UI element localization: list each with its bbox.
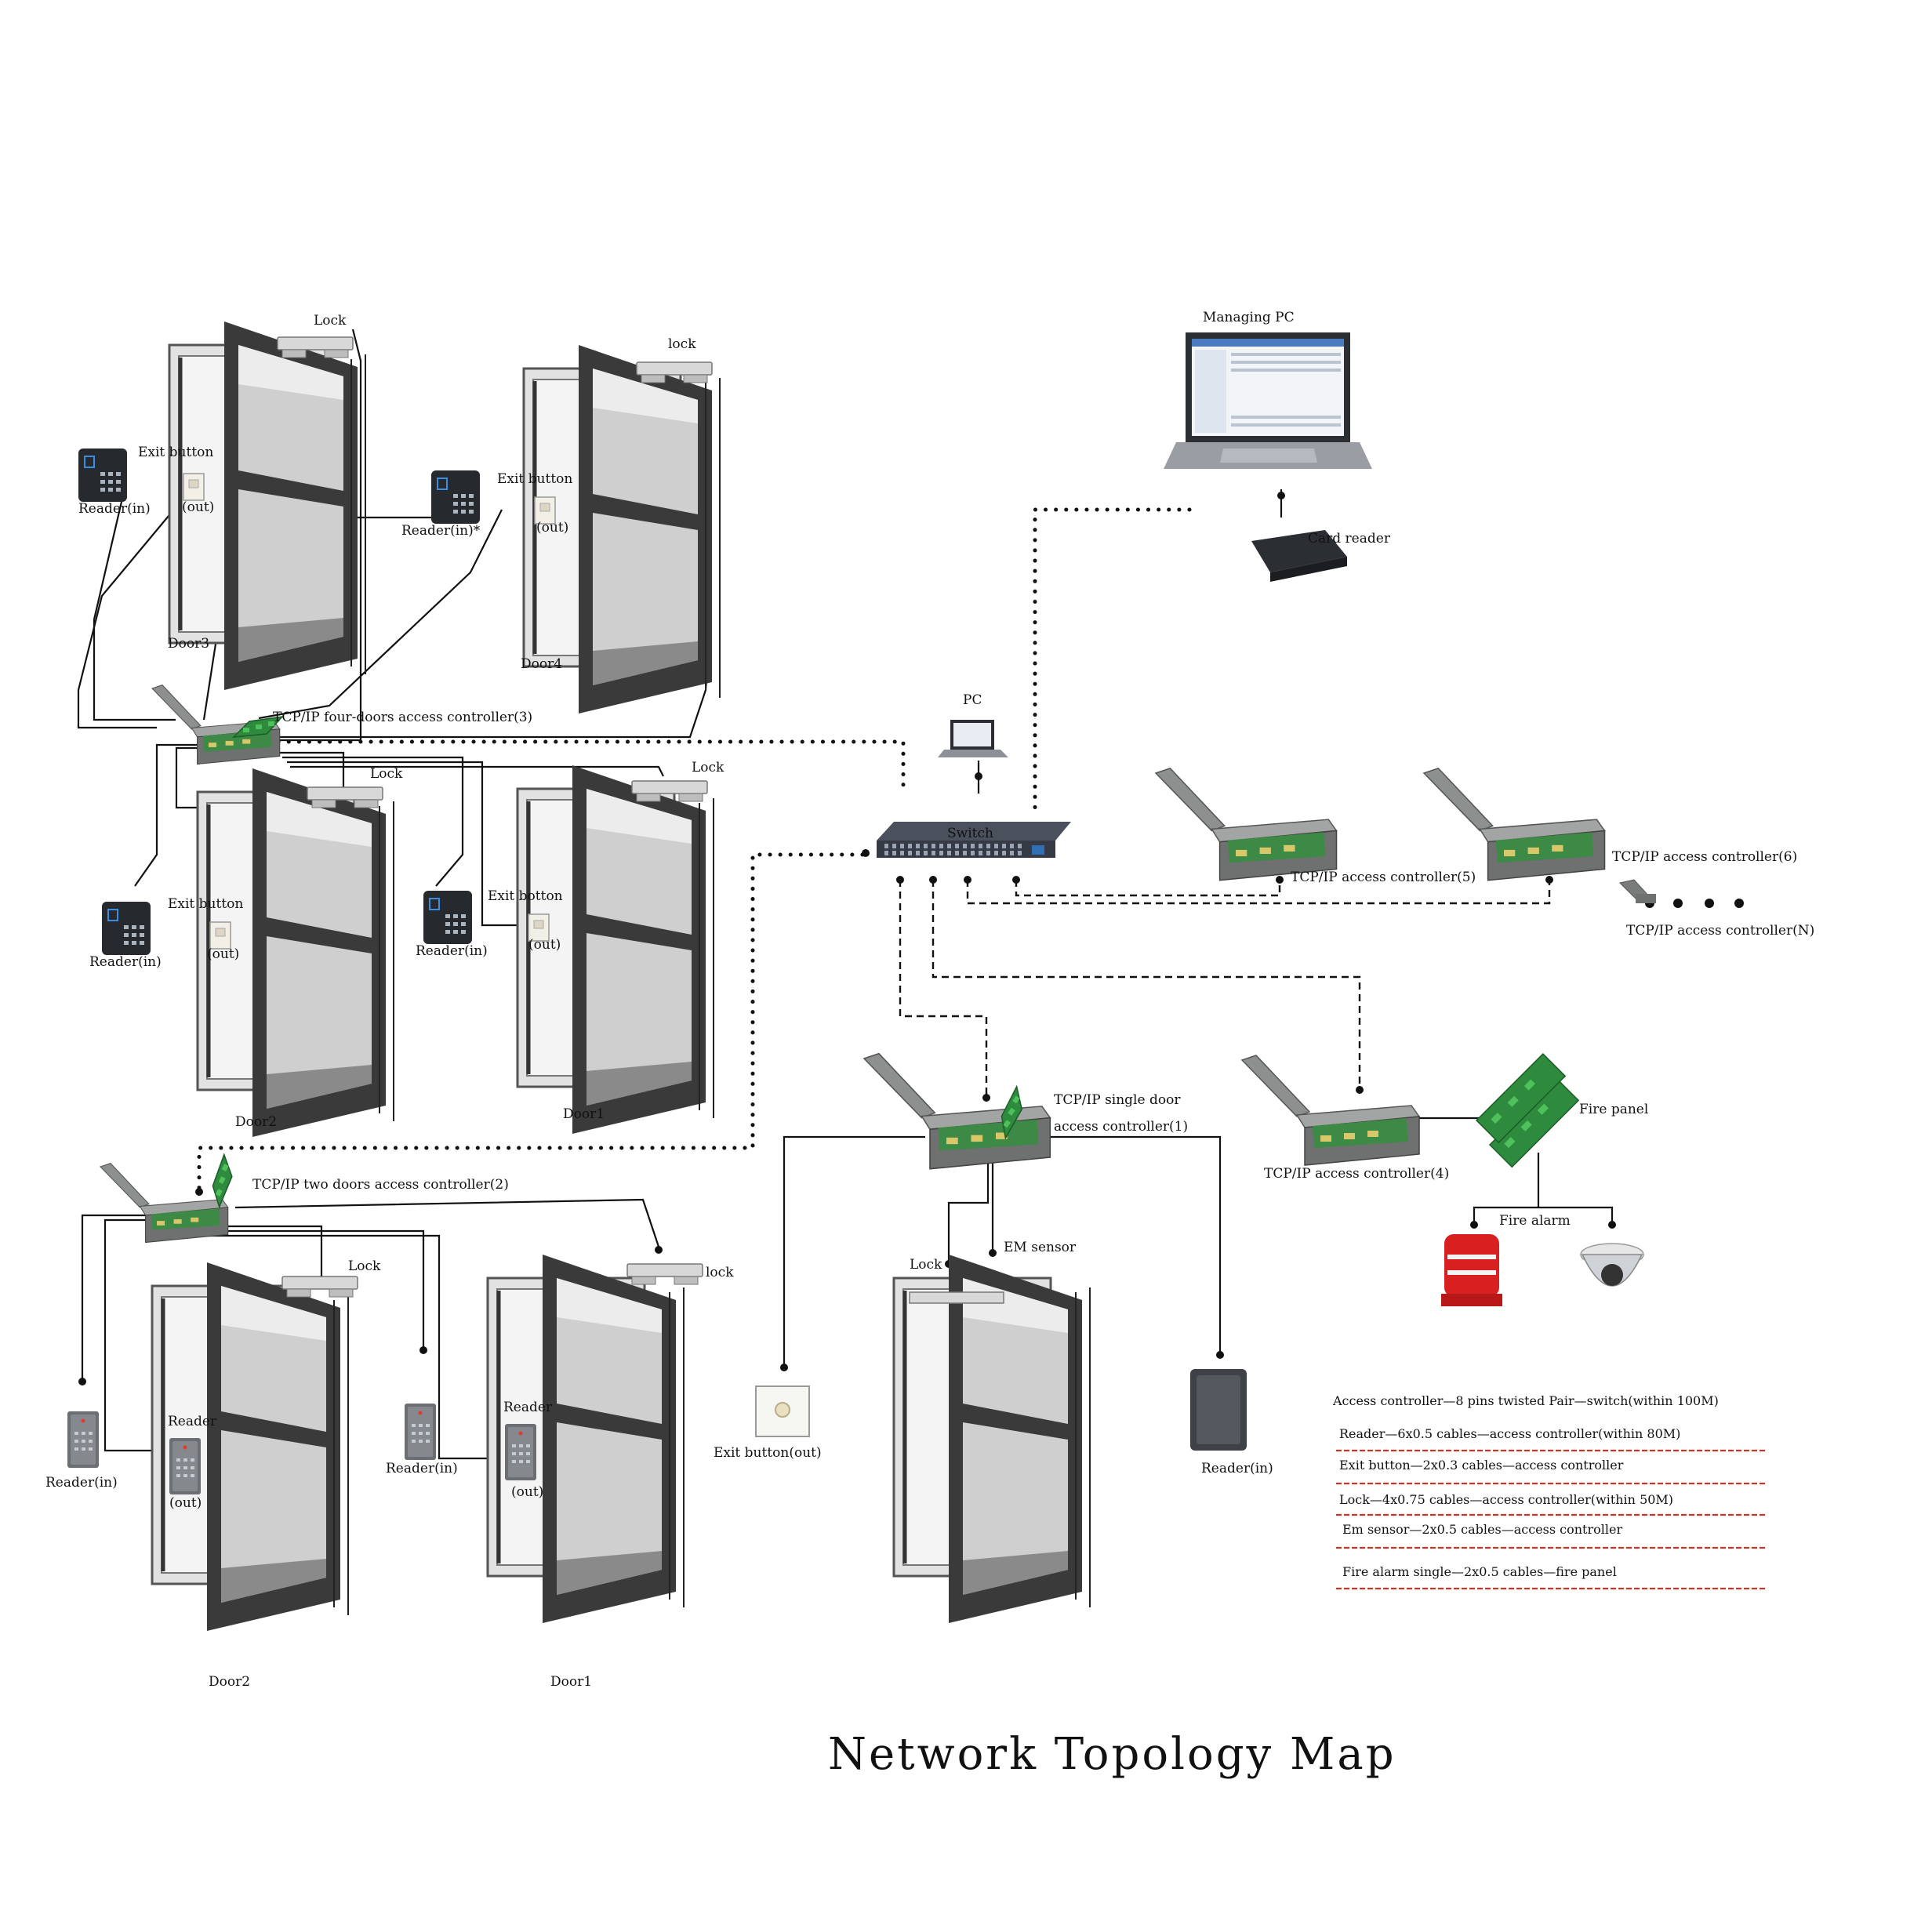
label-switch: Switch bbox=[947, 826, 993, 841]
label-lock-door2-upper: Lock bbox=[370, 766, 403, 782]
label-door4: Door4 bbox=[521, 656, 562, 672]
exit-button-door2-upper bbox=[209, 921, 231, 950]
label-lock-single: Lock bbox=[910, 1257, 942, 1273]
legend-item: Em sensor—2x0.5 cables—access controller bbox=[1342, 1522, 1622, 1537]
label-card-reader: Card reader bbox=[1308, 531, 1391, 547]
label-door1-upper: Door1 bbox=[563, 1106, 605, 1122]
label-pc: PC bbox=[963, 692, 982, 708]
label-out-door1-lower: (out) bbox=[511, 1484, 543, 1500]
label-managing-pc: Managing PC bbox=[1203, 310, 1295, 325]
label-ctrl4: TCP/IP access controller(4) bbox=[1264, 1166, 1449, 1182]
fire-alarm-siren bbox=[1441, 1234, 1502, 1306]
controller-5 bbox=[1155, 768, 1338, 881]
label-reader-in-door4: Reader(in)* bbox=[401, 523, 481, 539]
cable-legend: Access controller—8 pins twisted Pair—sw… bbox=[1332, 1393, 1767, 1590]
label-fire-panel: Fire panel bbox=[1579, 1102, 1648, 1117]
label-out-door1-upper: (out) bbox=[528, 937, 561, 953]
reader-out-door1-lower bbox=[505, 1424, 536, 1480]
controller-6 bbox=[1423, 768, 1606, 881]
reader-single bbox=[1190, 1369, 1247, 1451]
label-reader-in-door2-lower: Reader(in) bbox=[45, 1475, 118, 1491]
label-ctrl1-line1: TCP/IP single door bbox=[1054, 1092, 1181, 1108]
four-doors-controller-3 bbox=[151, 685, 283, 765]
pc-laptop bbox=[938, 720, 1008, 757]
label-fire-alarm: Fire alarm bbox=[1499, 1213, 1571, 1229]
label-reader-in-door1-lower: Reader(in) bbox=[386, 1461, 458, 1476]
label-reader-door2-lower: Reader bbox=[168, 1414, 217, 1429]
label-door2-upper: Door2 bbox=[235, 1114, 277, 1130]
page-title: Network Topology Map bbox=[828, 1729, 1396, 1780]
label-out-door2-lower: (out) bbox=[169, 1495, 202, 1511]
label-lock-door4: lock bbox=[668, 336, 696, 352]
dome-camera bbox=[1580, 1243, 1644, 1287]
lock-door1-lower bbox=[626, 1263, 703, 1285]
reader-door4 bbox=[430, 470, 481, 525]
label-lock-door1-lower: lock bbox=[706, 1265, 734, 1280]
label-out-door2-upper: (out) bbox=[207, 946, 239, 962]
label-out-door4: (out) bbox=[536, 520, 568, 536]
label-ctrl2: TCP/IP two doors access controller(2) bbox=[252, 1177, 509, 1193]
reader-door2-upper bbox=[101, 901, 151, 956]
label-exit-button-door4: Exit button bbox=[497, 471, 572, 487]
label-lock-door2-lower: Lock bbox=[348, 1258, 381, 1274]
label-exit-button-door3: Exit button bbox=[138, 445, 213, 460]
label-reader-door1-lower: Reader bbox=[503, 1400, 553, 1415]
desktop-card-reader bbox=[1251, 530, 1347, 582]
label-ctrl5: TCP/IP access controller(5) bbox=[1291, 870, 1476, 885]
single-door-controller-1 bbox=[863, 1052, 1051, 1170]
label-ctrl6: TCP/IP access controller(6) bbox=[1612, 849, 1797, 865]
reader-door1-upper bbox=[423, 890, 473, 945]
label-exit-button-out: Exit button(out) bbox=[714, 1445, 822, 1461]
door-single bbox=[894, 1255, 1090, 1623]
managing-pc-laptop bbox=[1164, 332, 1372, 469]
label-reader-in-single: Reader(in) bbox=[1201, 1461, 1273, 1476]
label-em-sensor: EM sensor bbox=[1004, 1240, 1077, 1255]
network-switch bbox=[877, 822, 1071, 858]
controller-4 bbox=[1241, 1055, 1420, 1166]
label-ctrl3: TCP/IP four-doors access controller(3) bbox=[273, 710, 532, 725]
reader-door3 bbox=[78, 448, 128, 503]
label-door1-lower: Door1 bbox=[550, 1674, 592, 1690]
legend-item: Lock—4x0.75 cables—access controller(wit… bbox=[1339, 1492, 1673, 1507]
legend-item: Exit button—2x0.3 cables—access controll… bbox=[1339, 1458, 1624, 1473]
label-ctrlN: TCP/IP access controller(N) bbox=[1626, 923, 1814, 939]
legend-item: Reader—6x0.5 cables—access controller(wi… bbox=[1339, 1426, 1680, 1441]
em-lock bbox=[909, 1291, 1004, 1304]
controller-n bbox=[1619, 879, 1656, 903]
label-door3: Door3 bbox=[168, 636, 209, 652]
fire-panel bbox=[1475, 1052, 1580, 1168]
label-reader-in-door2-upper: Reader(in) bbox=[89, 954, 162, 970]
label-exit-botton-door1-upper: Exit botton bbox=[488, 888, 563, 904]
label-door2-lower: Door2 bbox=[209, 1674, 250, 1690]
reader-out-door2-lower bbox=[169, 1438, 201, 1494]
label-reader-in-door3: Reader(in) bbox=[78, 501, 151, 517]
reader-in-door2-lower bbox=[67, 1411, 99, 1468]
label-lock-door1-upper: Lock bbox=[692, 760, 724, 775]
legend-item: Fire alarm single—2x0.5 cables—fire pane… bbox=[1342, 1564, 1617, 1579]
reader-in-door1-lower bbox=[405, 1404, 436, 1460]
exit-button-door3 bbox=[183, 473, 205, 501]
two-doors-controller-2 bbox=[100, 1153, 243, 1244]
label-lock-door3: Lock bbox=[314, 313, 347, 329]
label-ctrl1-line2: access controller(1) bbox=[1054, 1119, 1188, 1135]
label-exit-button-door2-upper: Exit button bbox=[168, 896, 243, 912]
legend-item: Access controller—8 pins twisted Pair—sw… bbox=[1332, 1393, 1719, 1408]
label-out-door3: (out) bbox=[182, 499, 214, 515]
lock-door2-lower bbox=[281, 1276, 358, 1298]
label-reader-in-door1-upper: Reader(in) bbox=[416, 943, 488, 959]
exit-button-single bbox=[755, 1385, 810, 1437]
